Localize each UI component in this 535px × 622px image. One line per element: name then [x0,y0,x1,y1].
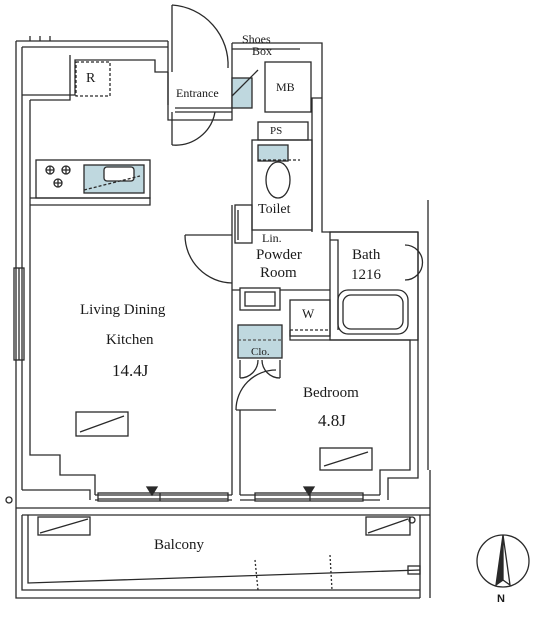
balcony-marker-right [408,516,416,524]
balcony-unit-left-line [39,518,89,534]
living-inner-wall [29,100,96,495]
living-outer-wall [22,489,91,500]
bath-room [329,231,419,341]
powder-door-arc [184,234,233,284]
label-bath-code: 1216 [351,267,381,283]
wall-inner-top [22,59,168,96]
wall-inner-top-2 [30,55,71,101]
window-living-lines [98,493,228,501]
label-compass-n: N [497,593,505,605]
label-r: R [86,71,96,86]
wall-bedroom-right-outer [387,232,419,500]
balcony-outer [15,495,420,599]
balcony-rail-1 [21,515,420,591]
balcony-unit-right-line [367,518,409,534]
label-bedroom: Bedroom [303,385,359,401]
shoes-box-leader [231,69,259,97]
wall-right-upper [321,98,418,233]
balcony-dashes [254,554,333,591]
kitchen-base [30,197,151,206]
label-clo: Clo. [251,346,270,358]
entrance-step [175,107,232,113]
wall-ticks [29,36,51,41]
compass-needle [495,534,504,587]
closet [237,324,283,359]
label-bath: Bath [352,247,381,263]
label-lin: Lin. [262,231,282,245]
wall-top-right [300,42,323,98]
closet-door-arcs [239,359,281,379]
compass-needle-right [502,534,511,587]
balcony-unit-left [37,516,91,536]
shoes-box [231,77,253,109]
mb-box [264,61,312,113]
label-shoes: Shoes [242,32,271,46]
toilet-room [251,139,313,231]
window-living [97,492,229,502]
label-w: W [302,306,315,321]
label-toilet: Toilet [258,202,291,217]
balcony-rail-2 [27,515,421,584]
balcony-right [419,470,431,598]
wall-ps [311,97,322,232]
wall-top-entrance [232,42,300,50]
ac-bedroom [319,447,373,471]
label-entrance: Entrance [176,86,219,100]
closet-door-leaves [239,360,281,378]
toilet-bowl [265,161,291,199]
ac-bedroom-line [323,451,369,467]
bathtub [337,289,409,335]
balcony-marker-left [5,496,13,504]
fridge-space [75,61,111,97]
window-left-lines [15,268,23,360]
washbasin-inner [244,291,276,307]
ac-living [75,411,129,437]
label-box: Box [252,44,273,58]
bath-inner [330,239,339,330]
label-bedroom-size: 4.8J [318,411,346,430]
label-kitchen: Kitchen [106,332,154,348]
label-room: Room [260,265,297,281]
label-mb: MB [276,80,295,94]
door-arc-bottom [171,111,216,146]
balcony-unit-right [365,516,411,536]
ps-box [257,121,309,141]
bedroom-door-arc [235,369,277,411]
window-marker-bedroom [302,486,316,497]
linen-box [234,204,253,244]
wall-top-left [16,40,168,48]
bathtub-inner [342,294,404,330]
label-ps: PS [270,125,283,137]
label-living: Living Dining [80,302,166,318]
label-balcony: Balcony [154,537,204,553]
wall-bedroom-right [289,330,411,495]
ac-living-line [79,415,125,433]
balcony-drain [407,565,421,575]
bath-door-arc [404,244,424,281]
washbasin [239,287,281,311]
label-living-size: 14.4J [112,361,149,380]
label-powder: Powder [256,247,302,263]
window-marker-living [145,486,159,497]
balcony-inner [16,507,430,516]
stove [45,165,71,188]
door-arc-top [171,4,229,69]
toilet-tank [257,144,289,162]
